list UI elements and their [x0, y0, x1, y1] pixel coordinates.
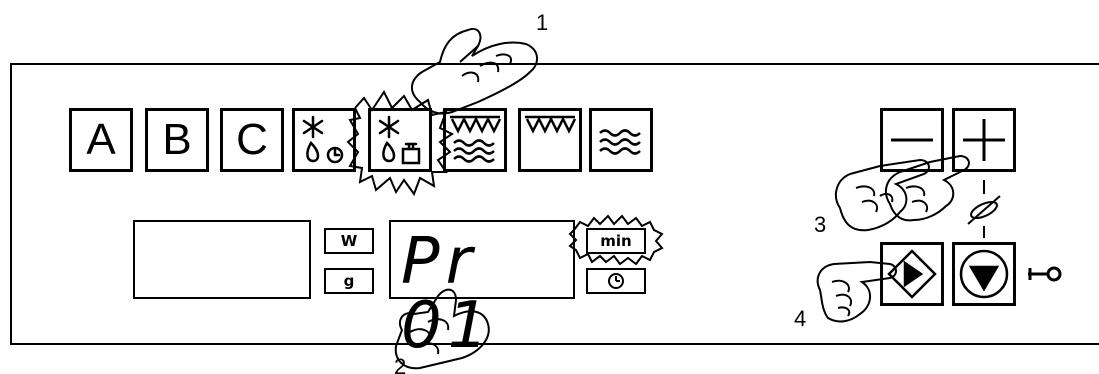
callout-1: 1	[536, 10, 548, 35]
defrost-weight-key[interactable]	[368, 108, 432, 172]
microwave-icon	[599, 129, 641, 155]
callout-4: 4	[794, 306, 806, 331]
grill-microwave-icon	[450, 115, 502, 163]
callout-2: 2	[394, 354, 406, 374]
minutes-label: min	[600, 232, 632, 250]
weight-g-key[interactable]: g	[324, 268, 374, 294]
stop-key[interactable]	[952, 242, 1016, 306]
minutes-key[interactable]: min	[586, 228, 646, 254]
defrost-time-icon	[302, 115, 344, 164]
program-c-label: C	[236, 115, 268, 164]
defrost-weight-icon	[378, 115, 421, 165]
power-w-label: W	[340, 232, 358, 250]
stop-icon	[959, 249, 1009, 299]
microwave-key[interactable]	[589, 108, 653, 172]
minus-icon	[891, 138, 933, 142]
grill-key[interactable]	[518, 108, 582, 172]
program-a-label: A	[86, 115, 116, 164]
clock-icon	[608, 273, 624, 289]
clock-key[interactable]	[586, 268, 646, 294]
highlight-burst-icon	[346, 90, 454, 197]
plus-icon	[963, 119, 1005, 161]
program-display: Pr 01	[389, 220, 575, 358]
plus-key[interactable]	[952, 108, 1016, 172]
power-w-key[interactable]: W	[324, 228, 374, 254]
weight-display	[133, 220, 311, 299]
program-code-readout: Pr 01	[401, 225, 495, 363]
start-icon	[887, 249, 937, 299]
grill-combi-key[interactable]	[443, 108, 507, 172]
start-key[interactable]	[880, 242, 944, 306]
callout-3: 3	[814, 212, 826, 237]
control-panel	[10, 63, 1099, 345]
min-highlight-burst-icon	[568, 214, 664, 266]
grill-icon	[525, 115, 577, 134]
program-a-key[interactable]: A	[69, 108, 133, 172]
weight-g-label: g	[343, 272, 355, 290]
program-c-key[interactable]: C	[220, 108, 284, 172]
program-b-label: B	[162, 115, 192, 164]
program-b-key[interactable]: B	[145, 108, 209, 172]
defrost-time-key[interactable]	[292, 108, 356, 172]
